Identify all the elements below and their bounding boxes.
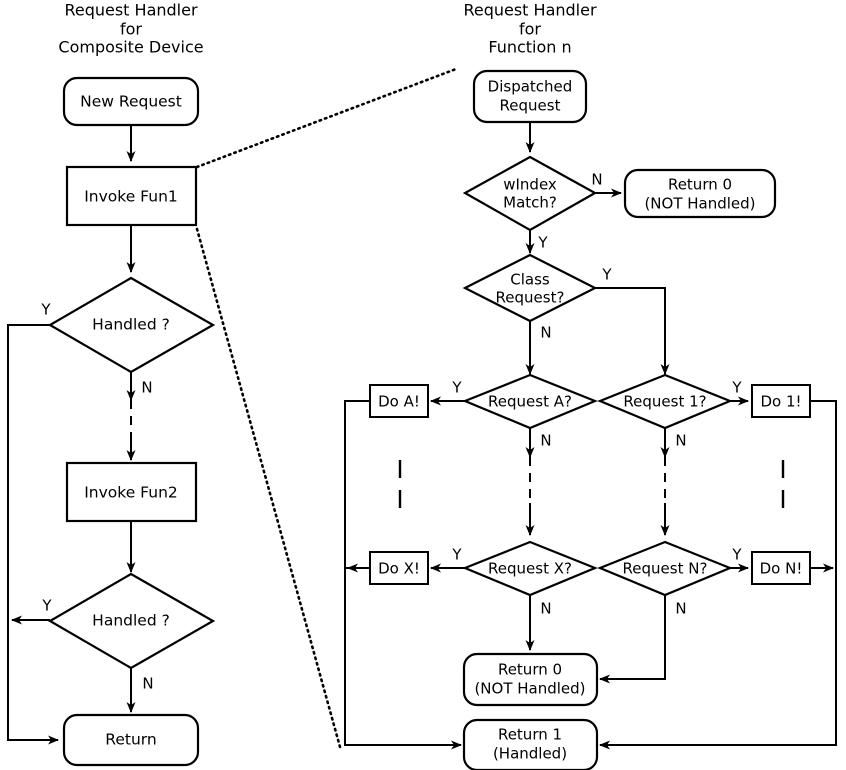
node-do-x-label: Do X! xyxy=(378,560,420,578)
label-handled1-yes: Y xyxy=(40,301,51,319)
decision-handled-2[interactable]: Handled ? xyxy=(47,572,216,670)
node-invoke-fun1[interactable]: Invoke Fun1 xyxy=(65,165,198,227)
node-do-1[interactable]: Do 1! xyxy=(751,384,811,418)
title-right-line3: Function n xyxy=(488,38,571,57)
label-request-1-no: N xyxy=(675,432,686,450)
node-return1-line1: Return 1 xyxy=(498,726,562,744)
callout-line-bottom xyxy=(195,227,342,749)
node-return0-top-line1: Return 0 xyxy=(668,176,732,194)
title-right: Request Handler for Function n xyxy=(463,1,597,57)
decision-class-line1: Class xyxy=(510,271,550,289)
node-invoke-fun2-label: Invoke Fun2 xyxy=(84,484,178,502)
node-do-n-label: Do N! xyxy=(760,560,803,578)
decision-request-n[interactable]: Request N? xyxy=(597,540,733,597)
label-handled2-yes: Y xyxy=(41,597,52,615)
node-return0-top[interactable]: Return 0 (NOT Handled) xyxy=(623,168,777,219)
decision-request-x-label: Request X? xyxy=(488,560,572,578)
decision-handled-2-label: Handled ? xyxy=(92,612,170,630)
label-windex-yes: Y xyxy=(537,234,548,252)
label-class-yes: Y xyxy=(601,266,612,284)
node-return1[interactable]: Return 1 (Handled) xyxy=(462,718,599,770)
node-do-a[interactable]: Do A! xyxy=(369,384,429,418)
decision-class-request[interactable]: Class Request? xyxy=(462,253,598,323)
decision-windex-line1: wIndex xyxy=(503,176,557,194)
node-do-x[interactable]: Do X! xyxy=(369,551,429,585)
title-right-line1: Request Handler xyxy=(463,1,597,20)
decision-windex-match[interactable]: wIndex Match? xyxy=(462,155,598,232)
decision-request-n-label: Request N? xyxy=(623,560,708,578)
title-left-line2: for xyxy=(120,20,142,39)
label-handled2-no: N xyxy=(142,675,153,693)
node-dispatched-request-line1: Dispatched xyxy=(488,78,573,96)
node-return0-top-line2: (NOT Handled) xyxy=(644,195,755,213)
decision-class-line2: Request? xyxy=(496,289,565,307)
node-return-left[interactable]: Return xyxy=(62,713,200,767)
node-return0-bottom-line2: (NOT Handled) xyxy=(474,680,585,698)
node-return-left-label: Return xyxy=(105,731,156,749)
title-left-line3: Composite Device xyxy=(58,38,203,57)
label-request-x-no: N xyxy=(540,600,551,618)
label-request-x-yes: Y xyxy=(451,546,462,564)
node-return1-line2: (Handled) xyxy=(493,745,567,763)
node-dispatched-request[interactable]: Dispatched Request xyxy=(472,69,588,124)
decision-handled-1-label: Handled ? xyxy=(92,316,170,334)
title-left: Request Handler for Composite Device xyxy=(58,1,203,57)
label-class-no: N xyxy=(540,324,551,342)
label-request-a-yes: Y xyxy=(451,379,462,397)
node-return0-bottom-line1: Return 0 xyxy=(498,661,562,679)
callout-line-top xyxy=(195,67,458,169)
decision-handled-1[interactable]: Handled ? xyxy=(47,276,216,374)
title-left-line1: Request Handler xyxy=(64,1,198,20)
label-handled1-no: N xyxy=(141,379,152,397)
decision-windex-line2: Match? xyxy=(503,194,557,212)
right-flow-edges xyxy=(344,121,837,750)
title-right-line2: for xyxy=(519,20,541,39)
decision-request-a[interactable]: Request A? xyxy=(462,373,598,430)
decision-request-1-label: Request 1? xyxy=(623,393,706,411)
node-dispatched-request-line2: Request xyxy=(500,97,561,115)
node-do-a-label: Do A! xyxy=(378,393,420,411)
label-windex-no: N xyxy=(591,171,602,189)
label-request-n-no: N xyxy=(675,600,686,618)
label-request-1-yes: Y xyxy=(731,379,742,397)
node-do-1-label: Do 1! xyxy=(760,393,801,411)
node-new-request-label: New Request xyxy=(80,93,182,111)
node-new-request[interactable]: New Request xyxy=(62,76,200,127)
node-do-n[interactable]: Do N! xyxy=(751,551,811,585)
decision-request-x[interactable]: Request X? xyxy=(462,540,598,597)
node-invoke-fun2[interactable]: Invoke Fun2 xyxy=(65,461,198,523)
decision-request-1[interactable]: Request 1? xyxy=(597,373,733,430)
decision-request-a-label: Request A? xyxy=(488,393,572,411)
node-invoke-fun1-label: Invoke Fun1 xyxy=(84,188,178,206)
left-flow-edges xyxy=(7,125,136,745)
label-request-n-yes: Y xyxy=(731,546,742,564)
node-return0-bottom[interactable]: Return 0 (NOT Handled) xyxy=(462,652,599,707)
label-request-a-no: N xyxy=(540,432,551,450)
